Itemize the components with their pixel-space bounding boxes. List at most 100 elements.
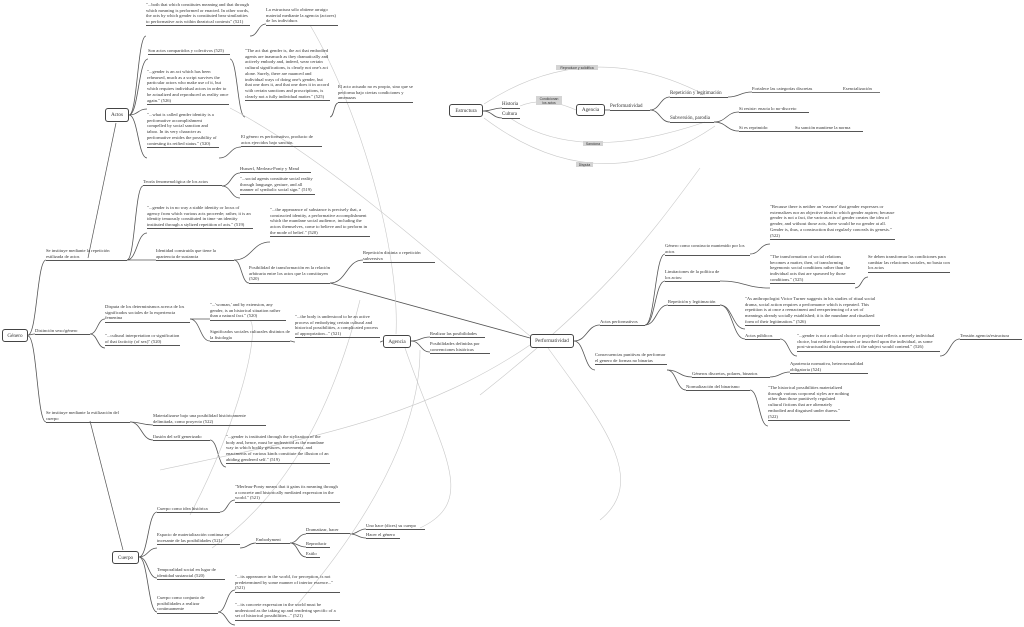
quote-radical[interactable]: "...gender is not a radical choice or pr… (797, 333, 940, 352)
relation-arc (159, 344, 531, 471)
quote-no-way[interactable]: "...gender is in no way a stable identit… (147, 205, 253, 230)
arrow-connector (87, 122, 117, 259)
quote-cultural[interactable]: "...cultural interpretation or significa… (105, 333, 180, 346)
quote-both[interactable]: "...both that which constitutes meaning … (146, 2, 250, 27)
connector (719, 304, 746, 330)
quote-historical[interactable]: "The historical possibilities materializ… (768, 385, 850, 421)
node-normalizacion[interactable]: Normalización del binarismo (686, 384, 750, 392)
node-husserl[interactable]: Husserl, Merleau-Ponty y Mead (240, 166, 311, 174)
node-genero[interactable]: Género (2, 329, 28, 342)
quote-woman[interactable]: "...'woman,' and by extension, any gende… (210, 302, 286, 321)
node-realizar[interactable]: Realizar las posibilidades (430, 331, 485, 339)
quote-stylization[interactable]: "...gender is instituted through the sty… (226, 434, 330, 465)
node-subversion[interactable]: Subversión, parodia (670, 116, 714, 124)
node-se-instituye-estilizacion[interactable]: Se instituye mediante la estilización de… (46, 410, 130, 423)
node-se-deben[interactable]: Se deben transformar las condiciones par… (868, 254, 950, 273)
node-estructura[interactable]: Estructura (449, 104, 483, 117)
node-performatividad-top[interactable]: Performatividad (610, 104, 650, 112)
node-embodyment[interactable]: Embodyment (256, 537, 290, 545)
node-actos[interactable]: Actos (105, 108, 129, 122)
node-uno-hace[interactable]: Uno hace (dices) su cuerpo (366, 523, 425, 531)
connector (329, 259, 364, 284)
connector (27, 259, 47, 336)
node-performatividad[interactable]: Performatividad (530, 334, 574, 348)
node-tension[interactable]: Tensión agencia/estructura (960, 333, 1022, 341)
node-hacer-genero[interactable]: Hacer el género (366, 532, 400, 540)
node-limitaciones[interactable]: Limitaciones de la política de los actos… (665, 269, 720, 282)
node-repeticion-top[interactable]: Repetición y legitimación (670, 91, 728, 99)
node-esencializacion[interactable]: Esencialización (843, 86, 872, 91)
quote-transformation[interactable]: "The transformation of social relations … (770, 254, 855, 285)
connector (349, 528, 367, 535)
node-historia[interactable]: Historia (502, 102, 520, 110)
node-genero-constructo[interactable]: Género como constructo mantenido por los… (665, 243, 750, 256)
node-espacio[interactable]: Espacio de materialización continua en i… (157, 532, 240, 545)
node-temporalidad[interactable]: Temporalidad social en lugar de identida… (157, 567, 225, 580)
node-significados[interactable]: Significados sociales culturales distint… (210, 329, 290, 342)
quote-its-appearance[interactable]: "...its appearance in the world, for per… (235, 574, 340, 593)
connector (289, 340, 296, 343)
node-generos-discretos[interactable]: Géneros discretos, polares, binarios (692, 371, 770, 379)
quote-what-called[interactable]: "...what is called gender identity is a … (147, 112, 219, 148)
node-genero-performativo[interactable]: El género es performativo, producto de a… (241, 134, 322, 147)
node-posibilidades-definidas[interactable]: Posibilidades definidas por convenciones… (430, 341, 490, 354)
node-cuerpo-idea[interactable]: Cuerpo como idea histórica (157, 506, 220, 514)
connector (482, 110, 503, 119)
node-actos-publicos[interactable]: Actos públicos (745, 333, 780, 341)
relation-arc (479, 167, 701, 396)
relation-arc (483, 66, 706, 105)
node-su-sancion[interactable]: Su sanción mantiene la norma (795, 125, 851, 130)
node-son-actos[interactable]: Son actos compartidos y colectivos (525) (148, 48, 230, 56)
node-dramatizar[interactable]: Dramatizar, hacer (306, 527, 350, 535)
connector (727, 91, 753, 98)
node-disputa[interactable]: Disputa de los determinismos acerca de l… (105, 304, 190, 323)
node-ilusion[interactable]: Ilusión del self generizado (153, 434, 210, 442)
connector (779, 338, 798, 357)
quote-social-agents[interactable]: "...social agents constitute social real… (240, 176, 315, 195)
node-conjunto[interactable]: Cuerpo como conjunto de posibilidades a … (157, 595, 218, 614)
connector (644, 280, 666, 326)
quote-concrete[interactable]: "...its concrete expression in the world… (235, 602, 340, 621)
node-apariencia[interactable]: Apariencia normativa, heterosexualidad o… (790, 361, 868, 374)
connector (573, 324, 601, 342)
node-repeticion-legitimacion[interactable]: Repetición y legitimación (668, 299, 720, 307)
quote-body[interactable]: "...the body is understood to be an acti… (295, 314, 380, 339)
connector (719, 304, 746, 340)
connector (289, 542, 307, 558)
node-estructura-arraigo[interactable]: La estructura sólo obtiene arraigo mater… (266, 7, 338, 26)
node-distincion[interactable]: Distinción sexo/género (35, 328, 90, 336)
connector (233, 259, 250, 284)
node-repeticion-distinta[interactable]: Repetición distinta o repetición subvers… (363, 250, 435, 263)
node-agencia[interactable]: Agencia (383, 335, 411, 348)
node-posibilidad[interactable]: Posibilidad de transformación en la rela… (249, 265, 330, 284)
node-actos-performativos[interactable]: Actos performativos (600, 319, 645, 327)
connector (749, 243, 771, 255)
connector (128, 35, 147, 116)
node-cuerpo[interactable]: Cuerpo (112, 551, 139, 564)
quote-because[interactable]: "Because there is neither an 'essence' t… (770, 204, 895, 240)
quote-merleau[interactable]: "Merleau-Ponty means that it gains its m… (235, 484, 340, 503)
quote-turner[interactable]: "As anthropologist Victor Turner suggest… (745, 296, 880, 327)
quote-appearance[interactable]: "...the appearance of substance is preci… (270, 207, 370, 238)
connector (749, 389, 769, 427)
node-estilo[interactable]: Estilo (306, 551, 320, 559)
node-se-instituye-repeticion[interactable]: Se instituye mediante la repetición esti… (46, 248, 127, 261)
node-si-resiste[interactable]: Si resiste: enacta lo no-discreto (739, 106, 809, 114)
node-materializarse[interactable]: Materializarse bajo una posibilidad hist… (153, 413, 266, 426)
node-reproducir[interactable]: Reproducir (306, 541, 330, 549)
connector (719, 280, 771, 289)
connector (217, 589, 236, 613)
node-identidad[interactable]: Identidad construida que tiene la aparie… (156, 248, 234, 261)
relation-arc (295, 349, 421, 607)
quote-rehearsed[interactable]: "...gender is an act which has been rehe… (147, 69, 229, 105)
connector (239, 542, 257, 549)
node-si-reprimido[interactable]: Si es reprimido:Su sanción mantiene la n… (739, 125, 863, 133)
node-cultura[interactable]: Cultura (502, 112, 520, 120)
relation-arc (309, 24, 397, 335)
node-teoria[interactable]: Teoría fenomenológica de los actos (143, 179, 222, 187)
node-acto-actuado[interactable]: El acto actuado no es propio, sino que s… (338, 84, 413, 103)
quote-act-that[interactable]: "The act that gender is, the act that em… (245, 48, 330, 101)
node-agencia-top[interactable]: Agencia (576, 104, 605, 116)
node-consecuencias[interactable]: Consecuencias punitivas de performar el … (595, 352, 667, 365)
